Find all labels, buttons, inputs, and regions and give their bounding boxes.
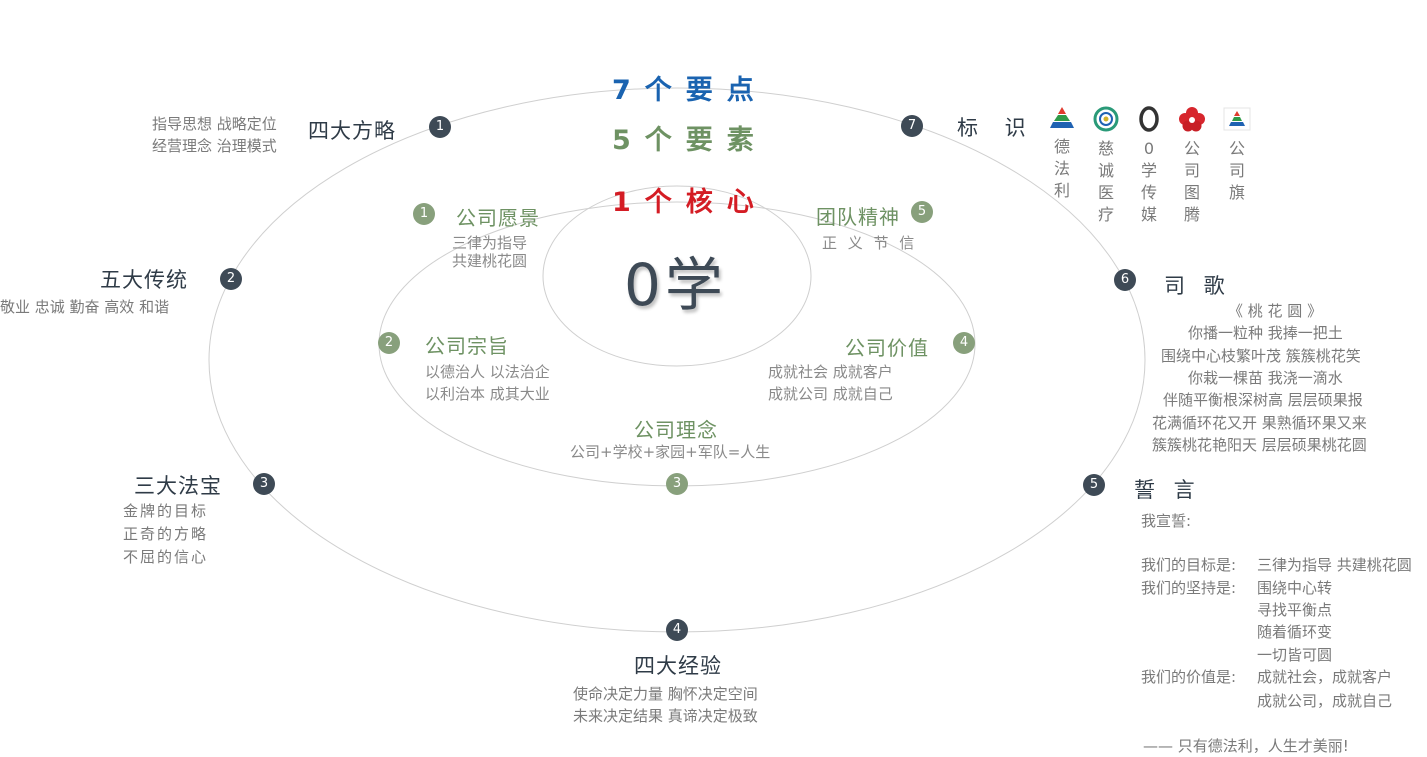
section-title-logos: 标 识 (957, 116, 1036, 140)
tricolor-pyramid-icon (1050, 107, 1074, 128)
outer-ring (208, 87, 1146, 633)
oath-value: 寻找平衡点 (1257, 601, 1333, 619)
experiences-line: 未来决定结果 真谛决定极致 (573, 707, 758, 725)
inner-badge-2: 2 (378, 332, 400, 354)
inner-badge-1: 1 (413, 203, 435, 225)
section-title-experiences: 四大经验 (634, 654, 722, 678)
oath-label: 我们的坚持是: (1141, 579, 1237, 597)
treasures-line: 正奇的方略 (123, 525, 209, 543)
element-title-values: 公司价值 (845, 336, 929, 360)
outer-badge-6: 6 (1114, 269, 1136, 291)
inner-ring (542, 185, 812, 367)
traditions-line: 敬业 忠诚 勤奋 高效 和谐 (0, 298, 170, 316)
oath-value: 随着循环变 (1257, 623, 1333, 641)
section-title-oath: 誓 言 (1134, 478, 1201, 502)
oath-value: 成就公司，成就自己 (1257, 692, 1393, 710)
element-title-purpose: 公司宗旨 (425, 334, 509, 358)
element-title-vision: 公司愿景 (456, 206, 540, 230)
element-title-philosophy: 公司理念 (634, 418, 718, 442)
values-line: 成就公司 成就自己 (768, 385, 893, 403)
oath-value: 三律为指导 共建桃花圆 (1257, 556, 1412, 574)
flag-pyramid-icon (1223, 107, 1251, 131)
oath-value: 一切皆可圆 (1257, 646, 1333, 664)
peach-blossom-icon (1179, 107, 1205, 132)
inner-badge-4: 4 (953, 332, 975, 354)
oath-label: 我们的目标是: (1141, 556, 1237, 574)
logo-label: 德法利 (1053, 137, 1070, 200)
vision-line: 三律为指导 (452, 234, 528, 252)
logo-item: 公司图腾 (1177, 106, 1207, 226)
treasures-line: 不屈的信心 (123, 548, 209, 566)
outer-badge-2: 2 (220, 268, 242, 290)
logo-item: 0学传媒 (1134, 106, 1164, 226)
treasures-line: 金牌的目标 (123, 502, 209, 520)
logo-label: 慈诚医疗 (1097, 139, 1114, 224)
outer-badge-1: 1 (429, 116, 451, 138)
team-spirit-line: 正 义 节 信 (822, 234, 918, 252)
logo-label: 0学传媒 (1140, 139, 1157, 224)
inner-badge-5: 5 (911, 201, 933, 223)
values-line: 成就社会 成就客户 (768, 363, 893, 381)
purpose-line: 以利治本 成其大业 (425, 385, 550, 403)
song-line: 围绕中心枝繁叶茂 簇簇桃花笑 (1161, 347, 1361, 365)
headline-seven-points: 7个要点 (612, 75, 768, 106)
song-line: 簇簇桃花艳阳天 层层硕果桃花圆 (1152, 436, 1367, 454)
logo-label: 公司旗 (1228, 139, 1245, 202)
strategies-line: 指导思想 战略定位 (152, 115, 277, 133)
song-line: 你播一粒种 我捧一把土 (1188, 324, 1343, 342)
experiences-line: 使命决定力量 胸怀决定空间 (573, 685, 758, 703)
song-line: 伴随平衡根深树高 层层硕果报 (1163, 391, 1363, 409)
logo-item: 慈诚医疗 (1091, 106, 1121, 226)
logo-item: 公司旗 (1222, 106, 1252, 204)
song-line: 《 桃 花 圆 》 (1228, 302, 1323, 320)
zero-ring-icon (1139, 106, 1159, 132)
philosophy-line: 公司+学校+家园+军队=人生 (570, 443, 771, 461)
logo-item: 德法利 (1047, 106, 1077, 202)
logo-label: 公司图腾 (1183, 139, 1200, 224)
song-line: 花满循环花又开 果熟循环果又来 (1152, 414, 1367, 432)
section-title-song: 司 歌 (1164, 274, 1231, 298)
vision-line: 共建桃花圆 (452, 252, 528, 270)
oath-closing: —— 只有德法利，人生才美丽! (1143, 737, 1349, 755)
oath-label: 我们的价值是: (1141, 668, 1237, 686)
oath-intro: 我宣誓: (1141, 512, 1192, 530)
section-title-strategies: 四大方略 (308, 119, 396, 143)
element-title-team-spirit: 团队精神 (816, 205, 900, 229)
section-title-treasures: 三大法宝 (134, 474, 222, 498)
oath-value: 围绕中心转 (1257, 579, 1333, 597)
center-title: 0学 (624, 251, 727, 319)
outer-badge-4: 4 (666, 619, 688, 641)
headline-five-elements: 5个要素 (612, 125, 768, 156)
outer-badge-5: 5 (1083, 474, 1105, 496)
outer-badge-7: 7 (901, 115, 923, 137)
oath-value: 成就社会，成就客户 (1257, 668, 1393, 686)
compass-flower-icon (1093, 106, 1119, 132)
purpose-line: 以德治人 以法治企 (425, 363, 550, 381)
strategies-line: 经营理念 治理模式 (152, 137, 277, 155)
headline-one-core: 1个核心 (612, 187, 768, 218)
song-line: 你栽一棵苗 我浇一滴水 (1188, 369, 1343, 387)
section-title-traditions: 五大传统 (100, 268, 188, 292)
outer-badge-3: 3 (253, 473, 275, 495)
inner-badge-3: 3 (666, 473, 688, 495)
